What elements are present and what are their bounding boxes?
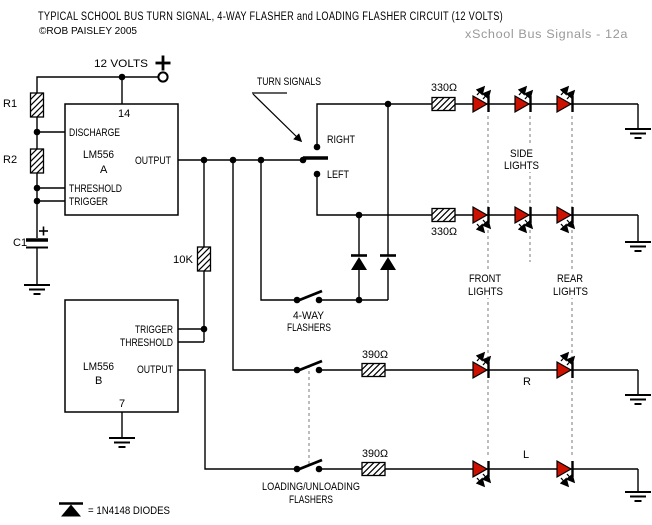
resistor-390-bottom-label: 390Ω [362, 448, 388, 460]
resistor-330-top [431, 96, 456, 112]
resistor-r2 [29, 148, 45, 174]
ic-a-trigger-label: TRIGGER [69, 196, 108, 208]
four-way-label-line1: 4-WAY [293, 310, 325, 322]
ground-icon-front-rear [624, 241, 652, 252]
resistor-390-top-label: 390Ω [362, 349, 388, 361]
right-contact-label: RIGHT [327, 134, 355, 146]
ic-b-output-label: OUTPUT [137, 364, 173, 376]
side-lights-label-line2: LIGHTS [504, 160, 539, 172]
legend-text: = 1N4148 DIODES [88, 505, 170, 517]
ic-a-part-label: LM556 [83, 149, 114, 161]
led [557, 207, 574, 232]
resistor-r2-label: R2 [3, 154, 17, 166]
supply-voltage-label: 12 VOLTS [94, 58, 148, 70]
diode-1n4148-left [349, 254, 369, 272]
ic-a-output-label: OUTPUT [135, 155, 171, 167]
loading-label-line1: LOADING/UNLOADING [262, 481, 360, 493]
front-lights-label-line2: LIGHTS [468, 286, 503, 298]
turn-signals-label: TURN SIGNALS [257, 76, 321, 88]
ic-a-threshold-label: THRESHOLD [69, 183, 122, 195]
ic-b-unit-label: B [95, 375, 102, 387]
ic-b-trigger-label: TRIGGER [135, 324, 173, 336]
led [557, 461, 574, 486]
resistor-330-bottom [431, 207, 456, 223]
resistor-330-bottom-label: 330Ω [431, 226, 457, 238]
watermark-text: xSchool Bus Signals - 12a [465, 27, 628, 41]
front-rear-lights-leds [473, 207, 574, 232]
ic-b-threshold-label: THRESHOLD [120, 337, 173, 349]
resistor-390-top [361, 362, 386, 378]
four-way-flasher-switch [293, 289, 323, 304]
four-way-label-line2: FLASHERS [287, 322, 331, 334]
ground-icon-lm556b [108, 437, 136, 448]
rear-lights-label-line2: LIGHTS [553, 286, 588, 298]
capacitor-c1-label: C1 [13, 237, 27, 249]
r-row-label: R [523, 376, 531, 388]
wires [36, 76, 639, 491]
front-lights-label-backer [465, 271, 507, 298]
ground-icon-r-row [624, 394, 652, 405]
ground-icon-side-lights [624, 128, 652, 139]
ic-a-discharge-label: DISCHARGE [69, 127, 120, 139]
led [473, 461, 490, 486]
resistor-390-bottom [361, 461, 386, 477]
ic-lm556b-body [64, 299, 179, 413]
led [515, 87, 532, 112]
side-lights-label-backer [501, 145, 542, 172]
ic-b-pin7-label: 7 [119, 398, 125, 410]
led [473, 87, 490, 112]
left-contact-label: LEFT [327, 169, 349, 181]
side-lights-leds [473, 87, 574, 112]
diode-1n4148-right [378, 254, 398, 272]
rear-lights-label-backer [550, 271, 593, 298]
turn-signals-leader-arrow [252, 92, 303, 143]
resistor-330-top-label: 330Ω [431, 82, 457, 94]
resistor-10k-label: 10K [173, 254, 194, 266]
led [473, 207, 490, 232]
turn-signal-switch [299, 143, 328, 178]
ic-lm556a-body [64, 103, 179, 216]
ic-b-part-label: LM556 [83, 361, 114, 373]
legend-diode-icon [59, 502, 83, 517]
loading-flasher-switch-top [293, 359, 323, 374]
resistor-10k [196, 246, 212, 272]
ground-icon-l-row [624, 491, 652, 502]
resistor-r1-label: R1 [3, 98, 17, 110]
supply-plus-icon [155, 55, 171, 71]
capacitor-c1 [26, 226, 48, 249]
copyright-text: ©ROB PAISLEY 2005 [39, 26, 137, 37]
side-lights-label-line1: SIDE [510, 148, 533, 160]
loading-label-line2: FLASHERS [289, 494, 333, 506]
resistor-r1 [29, 92, 45, 118]
ic-a-unit-label: A [100, 164, 108, 176]
rear-lights-label-line1: REAR [557, 273, 583, 285]
led [557, 87, 574, 112]
front-lights-label-line1: FRONT [469, 273, 501, 285]
ic-a-pin14-label: 14 [118, 108, 130, 120]
ground-icon-c1 [23, 284, 51, 295]
l-row-leds [473, 461, 574, 486]
page-title: TYPICAL SCHOOL BUS TURN SIGNAL, 4-WAY FL… [38, 9, 503, 23]
supply-terminal-icon [157, 71, 169, 83]
led [515, 207, 532, 232]
loading-flasher-switch-bottom [293, 458, 323, 473]
l-row-label: L [523, 449, 529, 461]
